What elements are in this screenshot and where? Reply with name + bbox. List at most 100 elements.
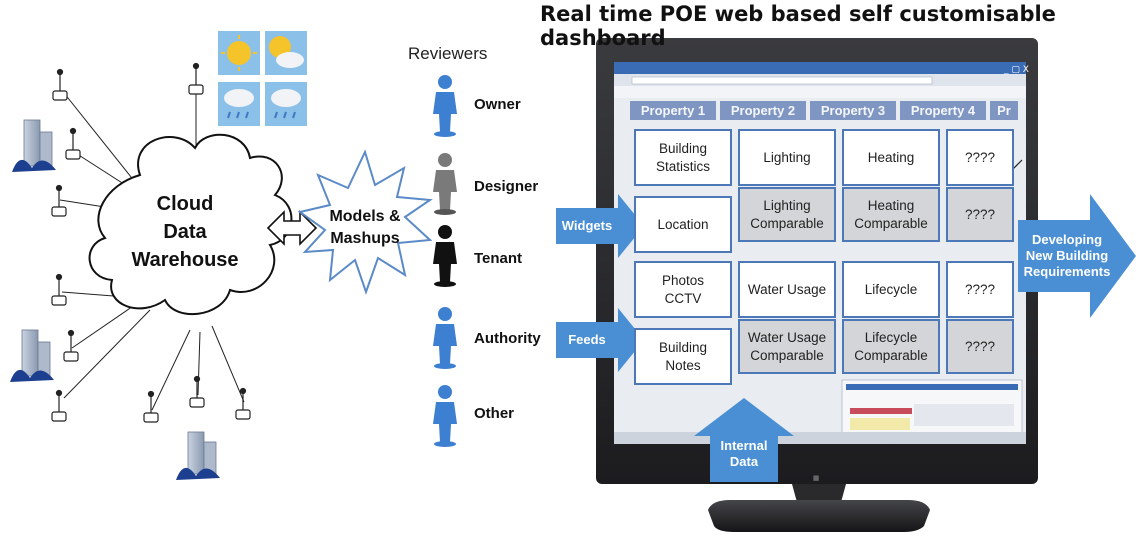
tile-unknown-2[interactable]: ???? — [946, 187, 1014, 242]
role-designer: Designer — [474, 178, 539, 195]
sun-icon — [227, 41, 251, 65]
tab-property-1[interactable]: Property 1 — [630, 101, 716, 120]
developing-line: New Building — [1025, 248, 1109, 263]
starburst-shape — [297, 149, 433, 296]
tab-property-5[interactable]: Pr — [990, 101, 1018, 120]
tile-line: Comparable — [750, 215, 824, 231]
person-icon-owner — [433, 75, 457, 137]
tile-line: ???? — [964, 206, 996, 222]
cloud-line: Data — [163, 221, 207, 243]
cloud-label: Cloud Data Warehouse — [120, 190, 250, 274]
models-mashups-label: Models & Mashups — [318, 206, 412, 250]
tile-line: Lighting — [763, 197, 811, 213]
tile-line: Building — [658, 339, 708, 355]
person-icon-designer — [433, 153, 457, 215]
internal-data-label: Internal Data — [712, 438, 776, 470]
tile-line: ???? — [964, 149, 996, 165]
person-icon-authority — [433, 307, 457, 369]
property-tabs: Property 1 Property 2 Property 3 Propert… — [628, 101, 1018, 120]
tile-heating[interactable]: Heating — [842, 129, 940, 186]
tile-unknown-3[interactable]: ???? — [946, 261, 1014, 318]
models-line: Mashups — [330, 230, 400, 247]
cloud-rain-icon — [271, 89, 301, 107]
cloud-line: Warehouse — [131, 249, 239, 271]
tile-line: Lifecycle — [864, 329, 918, 345]
internal-data-line: Internal — [720, 438, 768, 453]
sensor-group — [51, 62, 251, 423]
weather-panel — [218, 31, 307, 126]
reviewers-heading: Reviewers — [408, 44, 488, 63]
svg-text:_ ▢ X: _ ▢ X — [1003, 65, 1029, 75]
tile-line: Water Usage — [747, 281, 827, 297]
tab-property-3[interactable]: Property 3 — [810, 101, 896, 120]
arrow-widgets — [556, 194, 644, 258]
role-other: Other — [474, 405, 515, 422]
cloud-line: Cloud — [156, 193, 214, 215]
tile-line: Comparable — [854, 215, 928, 231]
sun-cloud-icon — [276, 52, 304, 68]
tab-property-4[interactable]: Property 4 — [900, 101, 986, 120]
tile-line: Heating — [867, 149, 915, 165]
tile-location[interactable]: Location — [634, 196, 732, 253]
tile-line: CCTV — [664, 290, 702, 306]
sensor-icon — [51, 273, 67, 306]
developing-line: Requirements — [1023, 264, 1111, 279]
tile-line: Notes — [665, 357, 701, 373]
arrow-feeds — [556, 308, 644, 372]
tile-line: ???? — [964, 338, 996, 354]
tile-line: Building — [658, 140, 708, 156]
sensor-icon — [143, 390, 159, 423]
developing-label: Developing New Building Requirements — [1016, 232, 1118, 280]
models-line: Models & — [329, 208, 401, 225]
person-icon-tenant — [433, 225, 457, 287]
widgets-label: Widgets — [561, 218, 613, 233]
cloud-shape — [88, 133, 293, 316]
building-icon — [10, 329, 54, 382]
internal-data-line: Data — [729, 454, 759, 469]
tile-line: Comparable — [750, 347, 824, 363]
arrow-developing — [1018, 194, 1136, 318]
role-owner: Owner — [474, 96, 521, 113]
tile-line: Photos — [661, 272, 705, 288]
building-icon — [12, 119, 56, 172]
tile-line: Heating — [867, 197, 915, 213]
tile-line: ???? — [964, 281, 996, 297]
tile-line: Location — [657, 216, 709, 232]
person-icon-other — [433, 385, 457, 447]
developing-line: Developing — [1031, 232, 1103, 247]
role-tenant: Tenant — [474, 250, 523, 267]
sensor-icon — [63, 329, 79, 362]
tile-line: Water Usage — [747, 329, 827, 345]
building-icon — [176, 431, 220, 480]
feeds-label: Feeds — [568, 332, 606, 347]
role-authority: Authority — [474, 330, 541, 347]
sensor-icon — [51, 389, 67, 422]
tile-line: Lifecycle — [864, 281, 918, 297]
tile-unknown-4[interactable]: ???? — [946, 319, 1014, 374]
tile-water-usage[interactable]: Water Usage — [738, 261, 836, 318]
tile-line: Comparable — [854, 347, 928, 363]
double-arrow-icon — [266, 210, 318, 246]
svg-text:■: ■ — [813, 474, 820, 482]
tab-property-2[interactable]: Property 2 — [720, 101, 806, 120]
tile-unknown-1[interactable]: ???? — [946, 129, 1014, 186]
cloud-rain-icon — [224, 89, 254, 107]
sensor-icon — [235, 387, 251, 420]
tile-line: Lighting — [763, 149, 811, 165]
tile-lifecycle[interactable]: Lifecycle — [842, 261, 940, 318]
page-title: Real time POE web based self customisabl… — [540, 2, 1056, 50]
sensor-icon — [188, 62, 204, 95]
sensor-icon — [189, 375, 205, 408]
sensor-icon — [52, 68, 68, 101]
sensor-icon — [65, 127, 81, 160]
arrow-internal-data — [694, 398, 794, 482]
tile-lighting[interactable]: Lighting — [738, 129, 836, 186]
sensor-icon — [51, 184, 67, 217]
